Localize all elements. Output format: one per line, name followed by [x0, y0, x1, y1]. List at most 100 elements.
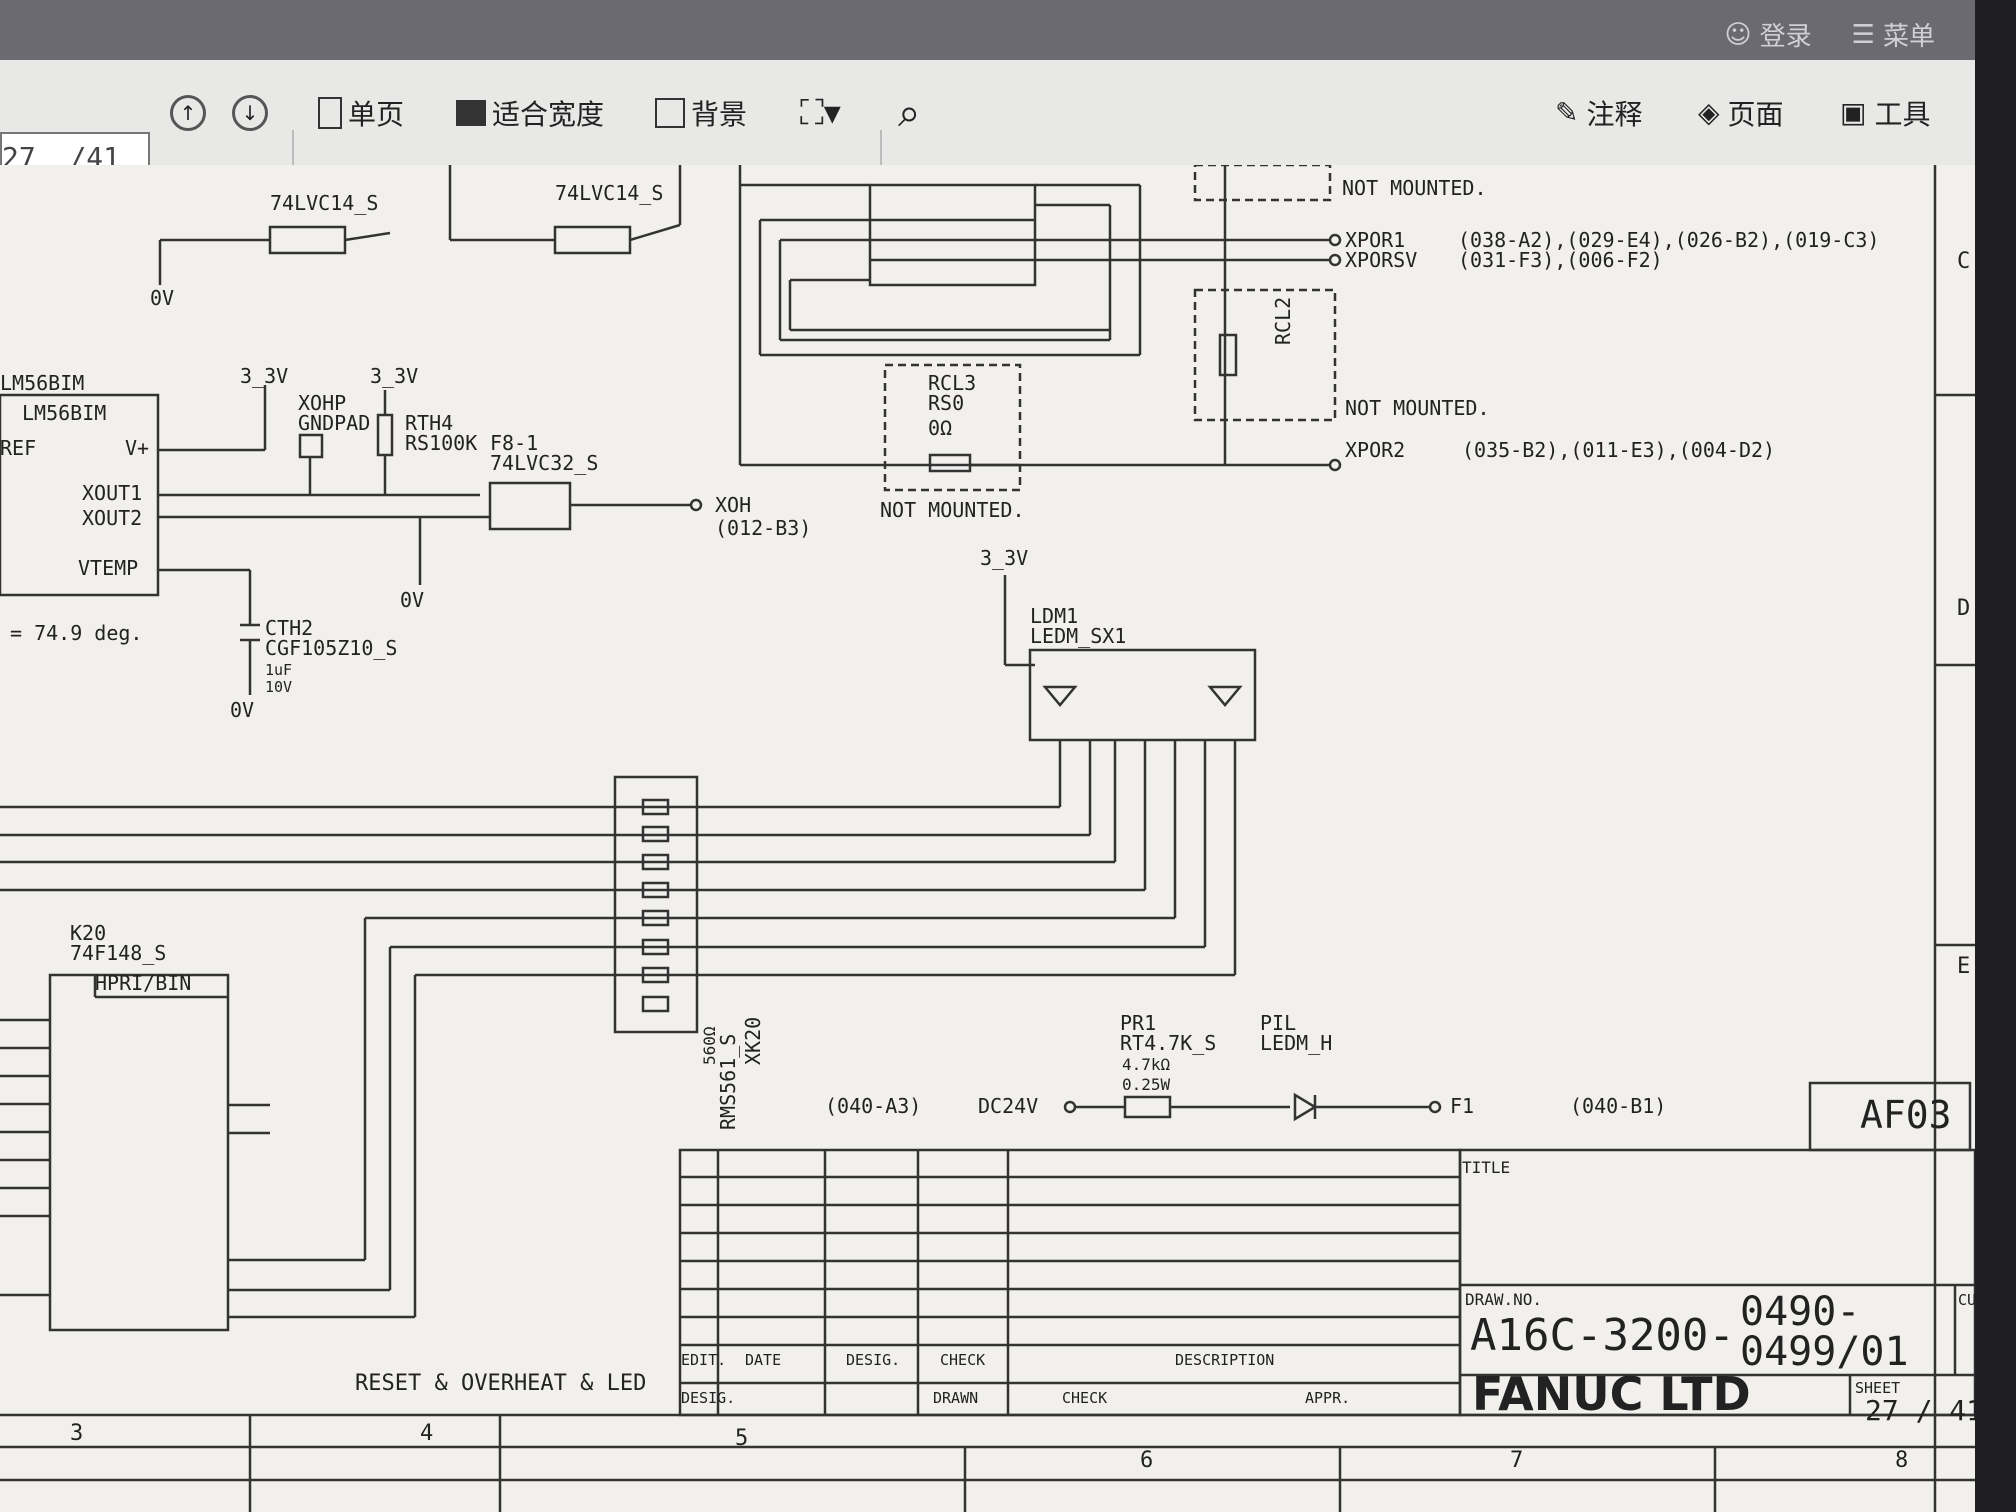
ic-label-lm56-top: LM56BIM — [0, 371, 84, 395]
part-label-rth4: RTH4 — [405, 411, 453, 435]
tools-button[interactable]: ▣工具 — [1840, 96, 1931, 131]
part-label-ldm1: LDM1 — [1030, 604, 1078, 628]
part-value-ledm-h: LEDM_H — [1260, 1031, 1332, 1055]
sheet-code-af03: AF03 — [1860, 1093, 1952, 1137]
ruler-col-5: 5 — [735, 1426, 748, 1451]
arrow-up-icon: ↑ — [170, 94, 206, 131]
part-value-1uf: 1uF — [265, 661, 292, 679]
not-mounted-label: NOT MOUNTED. — [1345, 396, 1490, 420]
ruler-col-3: 3 — [70, 1421, 83, 1446]
customer-label: CUST. — [1958, 1291, 1975, 1309]
checkbox-icon — [655, 97, 685, 128]
sheet-caption: RESET & OVERHEAT & LED — [355, 1371, 646, 1396]
power-label: 3_3V — [240, 364, 288, 388]
ic-title-hpri-bin: HPRI/BIN — [95, 971, 191, 995]
prev-page-button[interactable]: ↑ — [170, 60, 206, 165]
drawing-number: A16C-3200- — [1470, 1310, 1735, 1361]
pages-button[interactable]: ◈页面 — [1698, 96, 1784, 131]
fullscreen-button[interactable]: ⛶▾ — [800, 60, 841, 165]
next-page-button[interactable]: ↓ — [232, 60, 268, 165]
net-ref-a3: (040-A3) — [825, 1094, 921, 1118]
schematic-page[interactable]: 74LVC14_S 74LVC14_S 0V NOT MOUNTED. XPOR… — [0, 165, 1975, 1512]
not-mounted-label: NOT MOUNTED. — [1342, 176, 1487, 200]
part-value-10v: 10V — [265, 678, 292, 696]
net-label-gndpad: GNDPAD — [298, 411, 370, 435]
net-ref-b1: (040-B1) — [1570, 1094, 1666, 1118]
part-label-f81: F8-1 — [490, 431, 538, 455]
pin-label-xout1: XOUT1 — [82, 481, 142, 505]
part-label-rcl2: RCL2 — [1271, 297, 1295, 345]
app-header-bar: ☺ 登录 ☰ 菜单 — [0, 0, 1975, 60]
net-label-xpor2: XPOR2 — [1345, 438, 1405, 462]
drawing-number-range-start: 0490- — [1740, 1289, 1860, 1335]
pen-icon: ✎ — [1555, 96, 1579, 129]
single-page-button[interactable]: 单页 — [318, 60, 404, 165]
layers-icon: ◈ — [1698, 96, 1720, 129]
ic-label-74f148: 74F148_S — [70, 941, 166, 965]
net-label-xohp: XOHP — [298, 391, 346, 415]
ruler-col-4: 4 — [420, 1421, 433, 1446]
pin-label-vplus: V+ — [125, 436, 149, 460]
description-column-header: DESCRIPTION — [1175, 1351, 1274, 1369]
net-label-xporsv: XPORSV — [1345, 248, 1417, 272]
designer-column-header: DESIG. — [846, 1351, 900, 1369]
ic-label-lm56: LM56BIM — [22, 401, 106, 425]
ic-label-74lvc14-1: 74LVC14_S — [270, 191, 378, 215]
part-label-pil: PIL — [1260, 1011, 1296, 1035]
fit-width-icon — [456, 99, 486, 126]
part-value-rs100k: RS100K — [405, 431, 477, 455]
pin-label-xout2: XOUT2 — [82, 506, 142, 530]
user-icon: ☺ — [1724, 19, 1752, 50]
ruler-row-c: C — [1957, 249, 1970, 274]
pin-label-ref: REF — [0, 436, 36, 460]
pin-label-vtemp: VTEMP — [78, 556, 138, 580]
sheet-label: SHEET — [1855, 1379, 1900, 1397]
drawing-number-range-end: 0499/01 — [1740, 1329, 1909, 1375]
part-value-cgf105z10: CGF105Z10_S — [265, 636, 397, 660]
part-label-xk20: XK20 — [741, 1017, 765, 1065]
ruler-row-d: D — [1957, 596, 1970, 621]
part-value-ledm-sx1: LEDM_SX1 — [1030, 624, 1126, 648]
login-button[interactable]: ☺ 登录 — [1724, 19, 1812, 53]
power-label: 3_3V — [980, 546, 1028, 570]
fit-width-button[interactable]: 适合宽度 — [456, 60, 604, 165]
net-ref-xoh: (012-B3) — [715, 516, 811, 540]
title-label: TITLE — [1462, 1158, 1510, 1177]
company-name: FANUC LTD — [1472, 1367, 1751, 1421]
search-button[interactable]: ⌕ — [898, 60, 920, 165]
ground-label: 0V — [230, 698, 254, 722]
power-label: 3_3V — [370, 364, 418, 388]
part-label-pr1: PR1 — [1120, 1011, 1156, 1035]
part-label-cth2: CTH2 — [265, 616, 313, 640]
fullscreen-icon: ⛶▾ — [800, 92, 841, 133]
part-label-rcl3: RCL3 — [928, 371, 976, 395]
net-ref-xporsv: (031-F3),(006-F2) — [1458, 248, 1663, 272]
net-label-dc24v: DC24V — [978, 1094, 1038, 1118]
date-column-header: DATE — [745, 1351, 781, 1369]
part-value-560ohm: 560Ω — [700, 1026, 719, 1065]
edit-column-header: EDIT. — [681, 1351, 726, 1369]
drawing-number-label: DRAW.NO. — [1465, 1290, 1542, 1309]
background-toggle[interactable]: 背景 — [655, 60, 747, 165]
ruler-col-7: 7 — [1510, 1448, 1523, 1473]
viewer-toolbar: 27 /41 ↑ ↓ 单页 适合宽度 背景 ⛶▾ ⌕ ✎注释 ◈页面 ▣工具 — [0, 60, 1975, 200]
ruler-row-e: E — [1957, 954, 1970, 979]
approval-row-label: APPR. — [1305, 1389, 1350, 1407]
toolbox-icon: ▣ — [1840, 96, 1867, 129]
search-icon: ⌕ — [898, 89, 921, 136]
page-icon — [318, 96, 342, 129]
menu-button[interactable]: ☰ 菜单 — [1851, 19, 1935, 53]
part-value-0ohm: 0Ω — [928, 416, 952, 440]
annotate-button[interactable]: ✎注释 — [1555, 96, 1643, 131]
ground-label: 0V — [400, 588, 424, 612]
ic-label-74lvc32: 74LVC32_S — [490, 451, 598, 475]
arrow-down-icon: ↓ — [232, 94, 268, 131]
not-mounted-label: NOT MOUNTED. — [880, 498, 1025, 522]
part-value-rt47k: RT4.7K_S — [1120, 1031, 1216, 1055]
net-label-xpor1: XPOR1 — [1345, 228, 1405, 252]
designer-row-label: DESIG. — [681, 1389, 735, 1407]
temperature-note: = 74.9 deg. — [10, 621, 142, 645]
screen-bezel — [1975, 0, 2016, 1512]
net-label-xoh: XOH — [715, 493, 751, 517]
ruler-col-8: 8 — [1895, 1448, 1908, 1473]
